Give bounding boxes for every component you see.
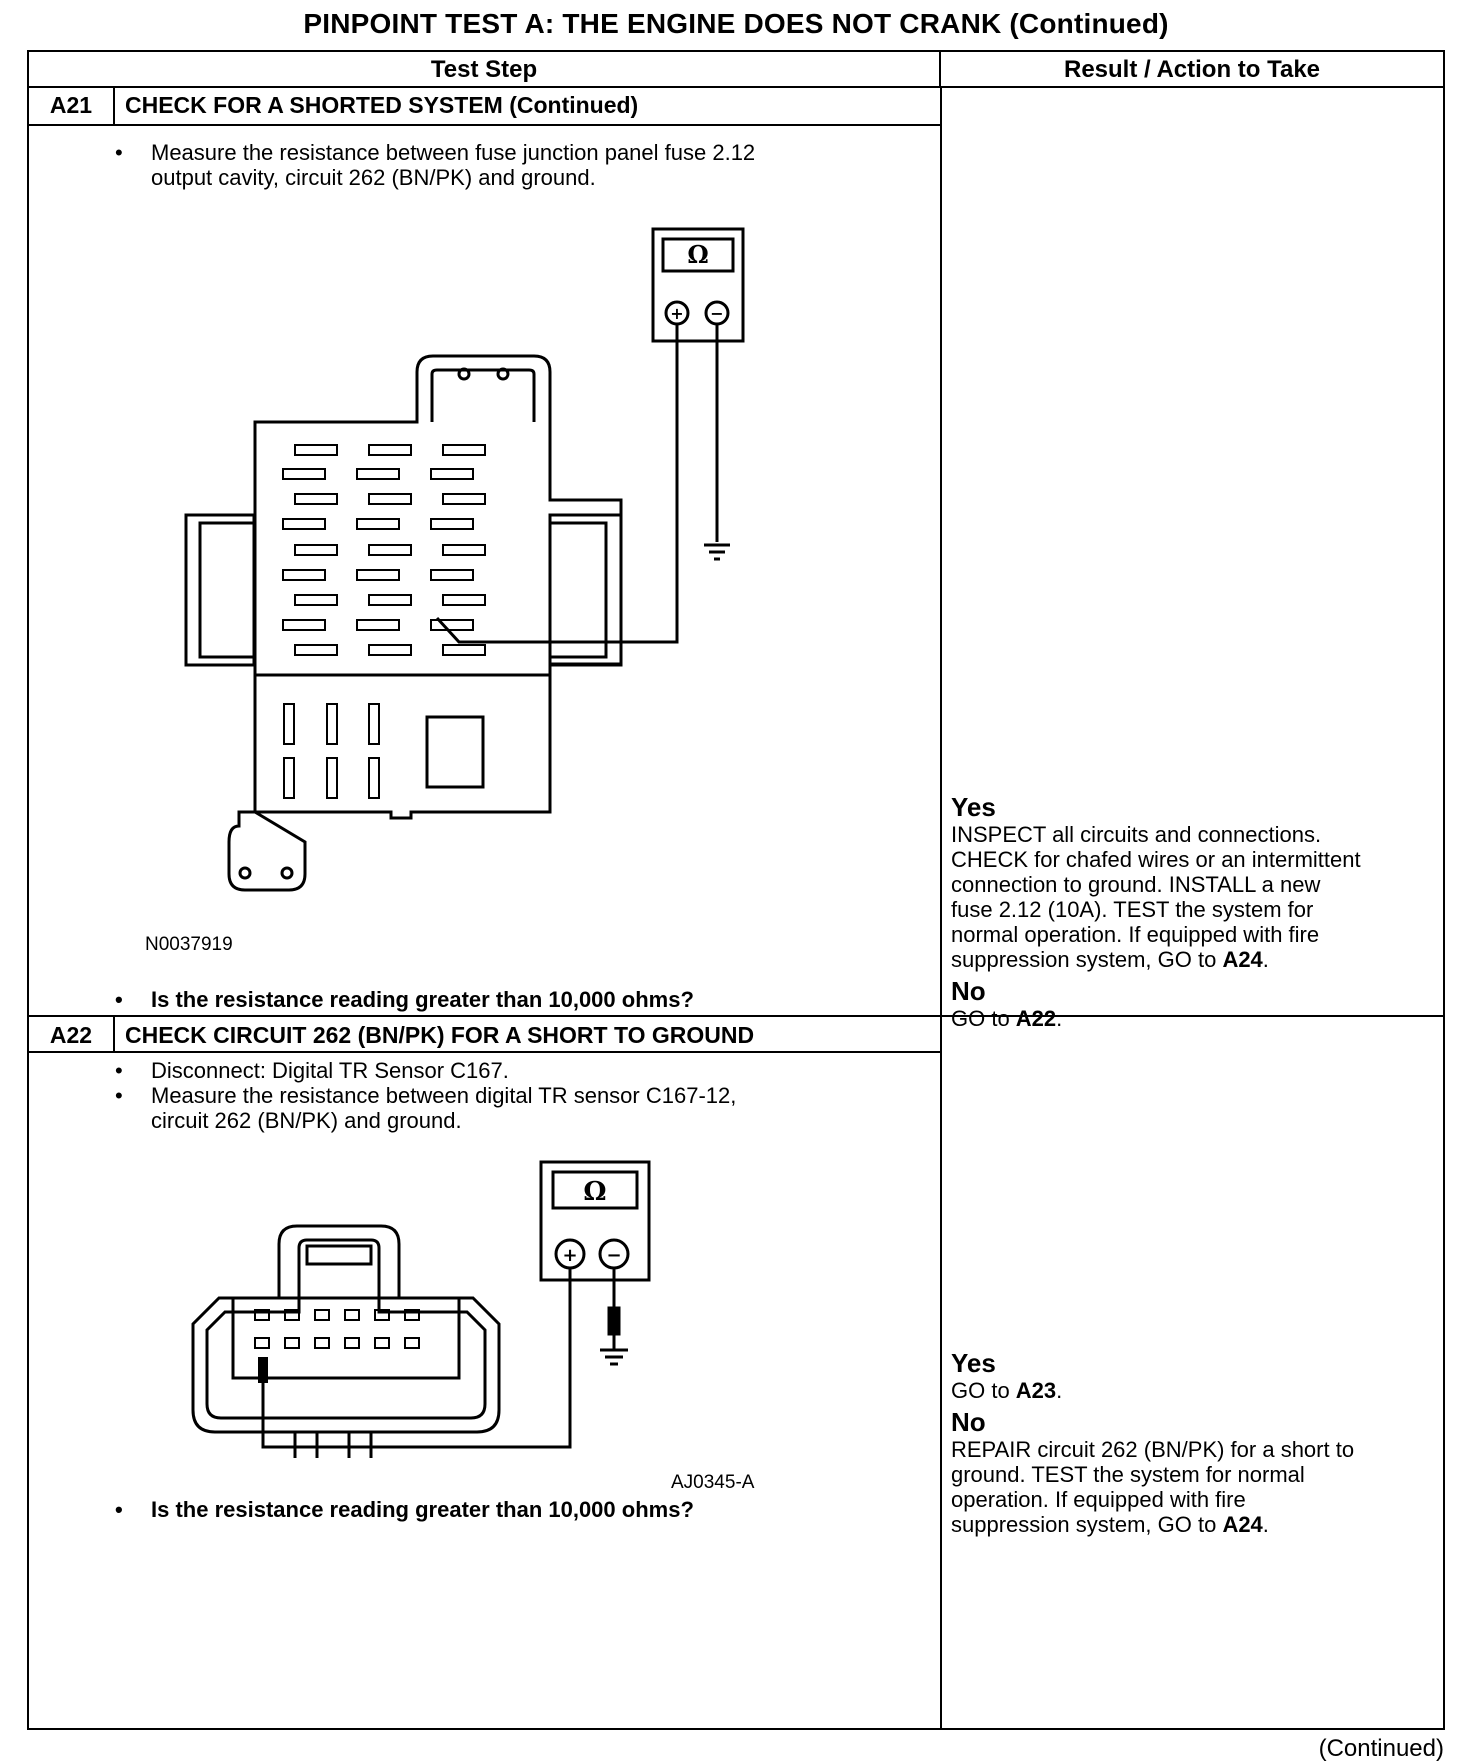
mounting-hole <box>496 367 510 381</box>
pinpoint-test-table: Test Step Result / Action to Take A21 CH… <box>27 50 1445 1730</box>
yes-goto-step: A24 <box>1222 947 1263 972</box>
page-title: PINPOINT TEST A: THE ENGINE DOES NOT CRA… <box>303 8 1169 39</box>
no-action: REPAIR circuit 262 (BN/PK) for a short t… <box>951 1437 1355 1537</box>
plus-symbol: + <box>562 1245 577 1266</box>
yes-label: Yes <box>951 792 996 822</box>
probe-tip <box>258 1357 268 1383</box>
step-title-a21: CHECK FOR A SHORTED SYSTEM (Continued) <box>125 92 639 118</box>
instruction-text: Measure the resistance between fuse junc… <box>151 140 756 190</box>
question-a22: • Is the resistance reading greater than… <box>115 1497 915 1523</box>
terminal-cavity-area <box>231 1296 461 1380</box>
question-a21: • Is the resistance reading greater than… <box>115 987 915 1013</box>
bullet-dot: • <box>115 1497 123 1522</box>
no-action: GO to A22. <box>951 1006 1063 1031</box>
instruction-text: Measure the resistance between digital T… <box>151 1083 737 1133</box>
ohmmeter-display <box>661 237 735 273</box>
question-text: Is the resistance reading greater than 1… <box>151 987 694 1012</box>
bullet-dot: • <box>115 140 123 165</box>
positive-lead-wire <box>261 1268 572 1449</box>
ohmmeter-display <box>551 1170 639 1210</box>
step-title-a22: CHECK CIRCUIT 262 (BN/PK) FOR A SHORT TO… <box>125 1022 755 1048</box>
mounting-hole <box>238 866 252 880</box>
mini-fuse-array <box>282 444 486 799</box>
yes-goto-step: A23 <box>1015 1378 1057 1403</box>
step-title-rule <box>29 1051 941 1053</box>
connector-keys <box>293 1432 373 1458</box>
result-a22: Yes GO to A23. No REPAIR circuit 262 (BN… <box>951 1348 1431 1537</box>
minus-symbol: − <box>710 304 723 323</box>
instruction-a21-1: • Measure the resistance between fuse ju… <box>115 140 915 190</box>
step-id-divider <box>113 1015 115 1051</box>
no-action-text: GO to <box>951 1006 1016 1031</box>
instruction-a22-2: • Measure the resistance between digital… <box>115 1083 915 1133</box>
instruction-a22-1: • Disconnect: Digital TR Sensor C167. <box>115 1058 915 1084</box>
continued-note: (Continued) <box>1318 1735 1444 1762</box>
ohmmeter-body <box>651 227 745 343</box>
fuse-panel-outline <box>227 354 623 892</box>
yes-label: Yes <box>951 1348 996 1378</box>
yes-action-text: INSPECT all circuits and connections. CH… <box>951 822 1361 972</box>
step-id-divider <box>113 88 115 124</box>
bullet-dot: • <box>115 1083 123 1108</box>
ohmmeter-symbol: Ω <box>687 240 708 269</box>
bullet-dot: • <box>115 1058 123 1083</box>
connector-outline <box>191 1224 501 1434</box>
terminal-cavities <box>254 1309 420 1349</box>
no-goto-step: A24 <box>1222 1512 1263 1537</box>
step-row-divider <box>29 1015 1443 1017</box>
side-connector-right-inner <box>548 521 608 659</box>
bullet-dot: • <box>115 987 123 1012</box>
instruction-text: Disconnect: Digital TR Sensor C167. <box>151 1058 509 1083</box>
plus-symbol: + <box>670 304 683 323</box>
side-connector-left-inner <box>198 521 256 659</box>
no-action-text: REPAIR circuit 262 (BN/PK) for a short t… <box>951 1437 1355 1537</box>
step-id-a21: A21 <box>49 92 93 118</box>
yes-action: INSPECT all circuits and connections. CH… <box>951 822 1361 972</box>
figure-id-a22: AJ0345-A <box>671 1472 755 1493</box>
no-goto-step: A22 <box>1015 1006 1057 1031</box>
question-text: Is the resistance reading greater than 1… <box>151 1497 694 1522</box>
connector-c167-diagram: Ω + − <box>191 1160 651 1458</box>
locking-tab <box>305 1244 373 1266</box>
mounting-hole <box>280 866 294 880</box>
no-label: No <box>951 976 986 1006</box>
mounting-tab-top-inner <box>430 368 536 422</box>
header-result-action: Result / Action to Take <box>941 52 1443 88</box>
ohmmeter-body <box>539 1160 651 1282</box>
step-title-rule <box>29 124 941 126</box>
relay-socket <box>425 715 485 789</box>
yes-action-text: GO to <box>951 1378 1016 1403</box>
minus-symbol: − <box>606 1245 621 1266</box>
figure-id-a21: N0037919 <box>145 934 233 955</box>
resistor-probe <box>607 1306 621 1336</box>
result-a21: Yes INSPECT all circuits and connections… <box>951 792 1431 1031</box>
header-test-step: Test Step <box>29 52 941 88</box>
ground-symbol <box>704 543 730 561</box>
no-label: No <box>951 1407 986 1437</box>
fuse-junction-panel-diagram: Ω + − <box>184 227 745 892</box>
yes-action: GO to A23. <box>951 1378 1063 1403</box>
mounting-hole <box>457 367 471 381</box>
step-id-a22: A22 <box>49 1022 93 1048</box>
column-divider <box>940 88 942 1728</box>
ohmmeter-symbol: Ω <box>583 1177 606 1207</box>
ground-symbol <box>600 1348 628 1366</box>
connector-inner <box>205 1238 487 1420</box>
